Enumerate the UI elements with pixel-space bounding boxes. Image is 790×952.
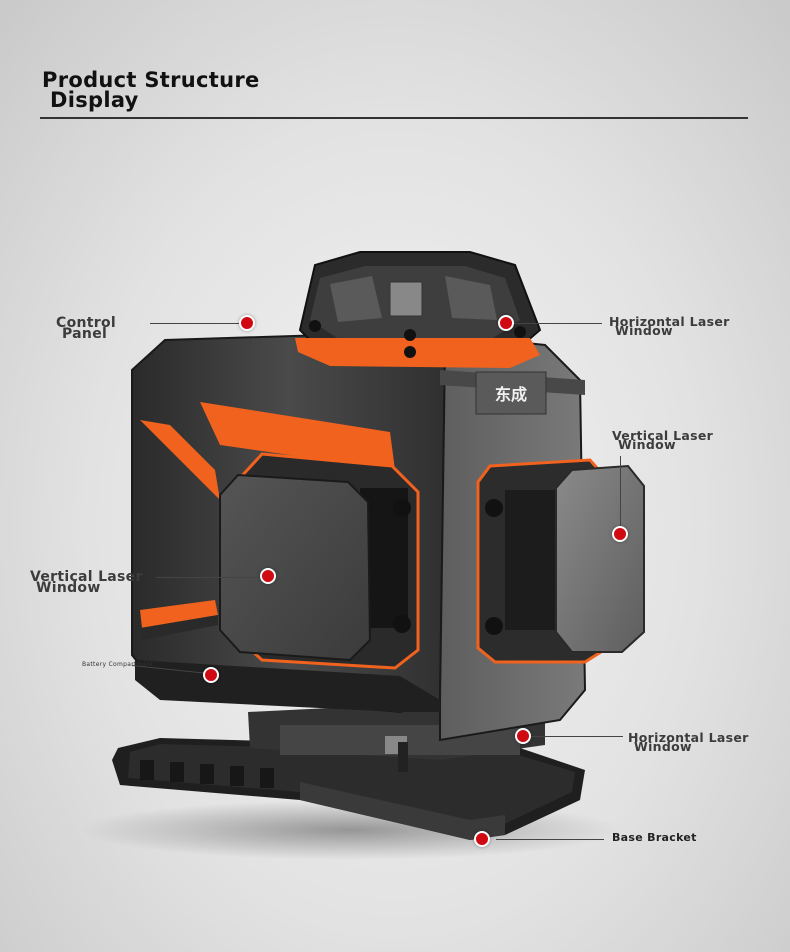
- brand-logo: 东成: [495, 385, 527, 404]
- top-housing: [295, 251, 542, 368]
- callout-vertical-left-marker[interactable]: [260, 568, 276, 584]
- accent-stripe-lower: [140, 600, 218, 628]
- callout-label-line1: Control: [56, 315, 116, 331]
- callout-horizontal-bottom-label: Horizontal Laser Window: [628, 730, 749, 754]
- callout-label-line2: Window: [36, 580, 101, 596]
- callout-vertical-right-marker[interactable]: [612, 526, 628, 542]
- callout-vertical-right-leader: [620, 456, 621, 528]
- callout-control-panel-leader: [150, 323, 242, 324]
- callout-horizontal-top-label: Horizontal Laser Window: [609, 314, 730, 338]
- callout-vertical-right-label: Vertical Laser Window: [612, 428, 714, 452]
- callout-label-line1: Battery Compartment: [82, 661, 154, 668]
- callout-label-line1: Horizontal Laser: [609, 314, 730, 329]
- callout-control-panel-label: Control Panel: [56, 316, 116, 341]
- callout-label-line1: Vertical Laser: [30, 569, 143, 585]
- callout-label-line1: Vertical Laser: [612, 428, 714, 443]
- callout-battery-label: Battery Compartment: [82, 661, 154, 668]
- accent-stripe-curve: [140, 420, 220, 500]
- callout-base-bracket-label: Base Bracket: [612, 831, 697, 844]
- callout-label-line2: Window: [634, 739, 692, 754]
- title-line-2: Display: [50, 88, 139, 112]
- page-title: Product Structure Display: [42, 68, 260, 112]
- callout-label-line2: Panel: [62, 326, 108, 342]
- accent-stripe-top: [200, 402, 395, 470]
- callout-horizontal-bottom-marker[interactable]: [515, 728, 531, 744]
- callout-label-line1: Base Bracket: [612, 831, 697, 844]
- callout-battery-marker[interactable]: [203, 667, 219, 683]
- callout-vertical-left-label: Vertical Laser Window: [30, 570, 143, 595]
- callout-label-line2: Window: [615, 323, 673, 338]
- callout-base-bracket-marker[interactable]: [474, 831, 490, 847]
- callout-horizontal-top-marker[interactable]: [498, 315, 514, 331]
- callout-label-line1: Horizontal Laser: [628, 730, 749, 745]
- side-laser-window: [476, 458, 645, 664]
- callout-horizontal-bottom-leader: [531, 736, 623, 737]
- title-line-1: Product Structure: [42, 68, 260, 92]
- callout-control-panel-marker[interactable]: [239, 315, 255, 331]
- front-laser-window: [219, 452, 420, 670]
- callout-label-line2: Window: [618, 437, 676, 452]
- callout-vertical-left-leader: [156, 577, 262, 578]
- callout-base-bracket-leader: [496, 839, 604, 840]
- title-divider: [40, 117, 748, 119]
- callout-horizontal-top-leader: [514, 323, 602, 324]
